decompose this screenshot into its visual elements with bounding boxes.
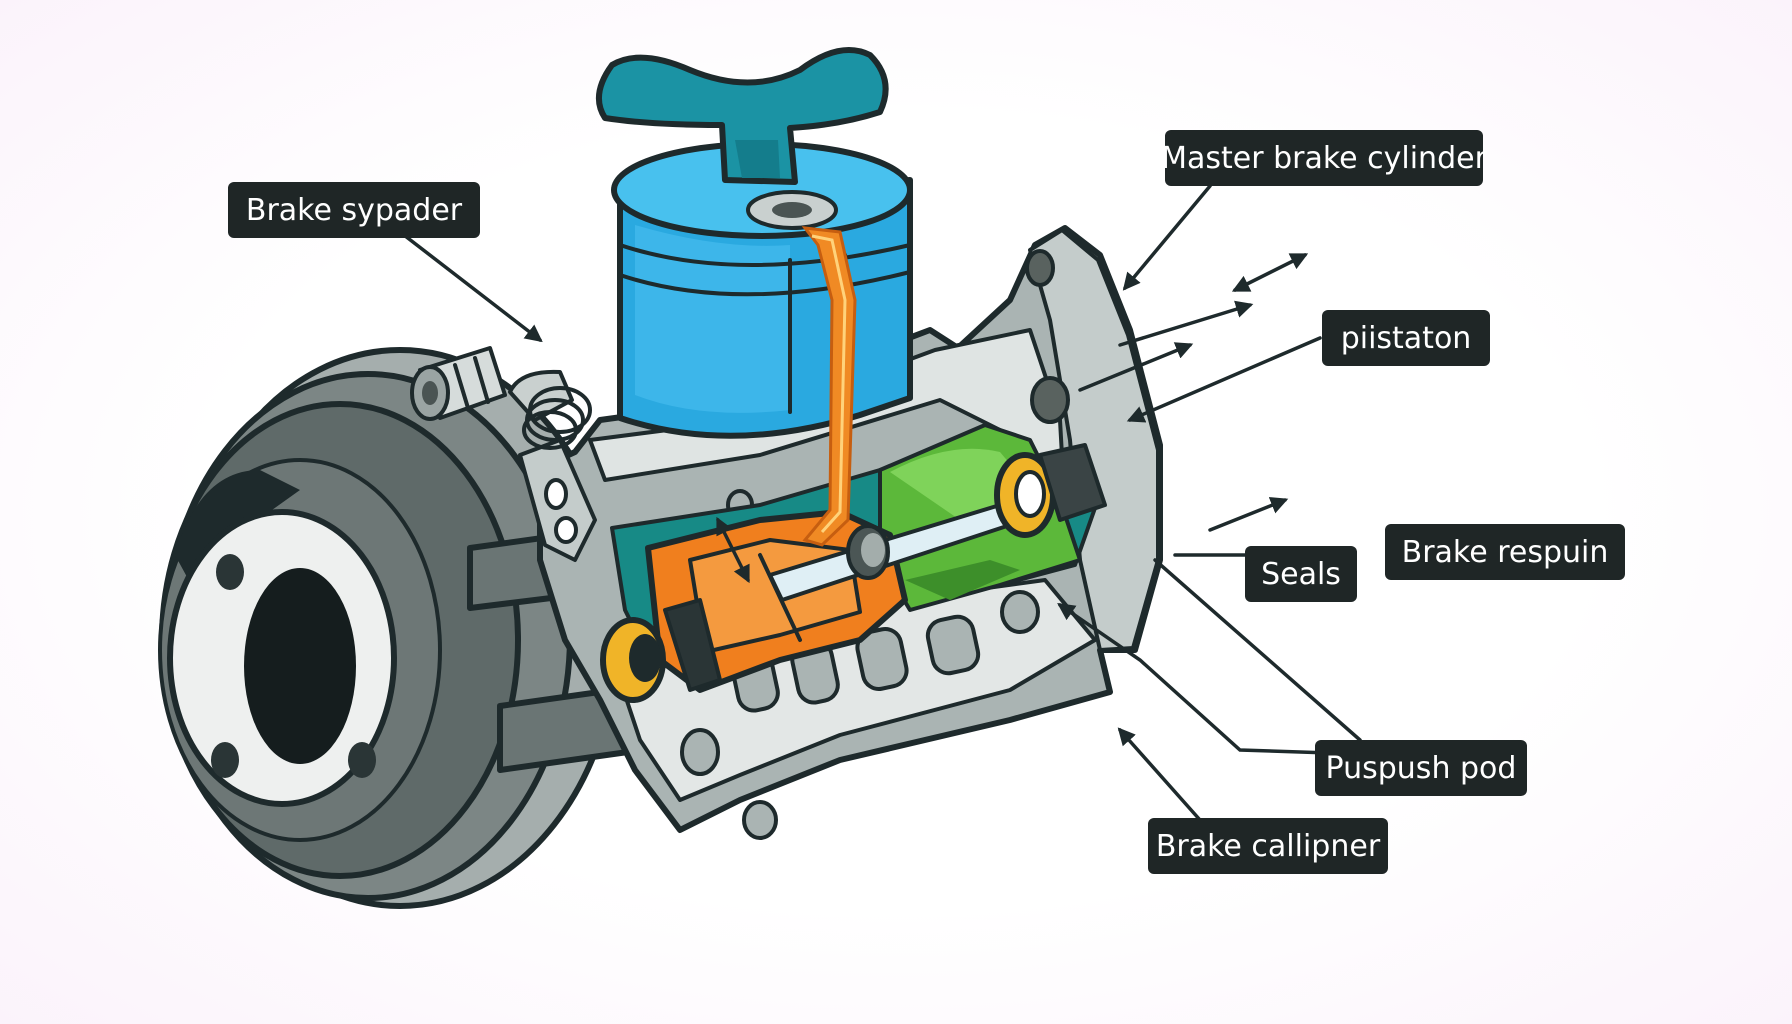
piston-assembly	[600, 443, 1107, 703]
svg-text:Master brake cylinder: Master brake cylinder	[1161, 141, 1487, 176]
label-master-brake-cylinder: Master brake cylinder	[1161, 130, 1488, 186]
label-push-rod: Puspush pod	[1315, 740, 1527, 796]
label-brake-spreader: Brake sypader	[228, 182, 480, 238]
motion-arrows	[716, 253, 1309, 584]
leader-lines	[398, 184, 1392, 822]
svg-text:Brake callipner: Brake callipner	[1156, 829, 1381, 864]
svg-text:Brake respuin: Brake respuin	[1402, 535, 1609, 570]
label-seals: Seals	[1245, 546, 1357, 602]
svg-text:Seals: Seals	[1261, 557, 1341, 592]
label-brake-response: Brake respuin	[1385, 524, 1625, 580]
master-cylinder-reservoir	[595, 47, 913, 547]
label-piston: piistaton	[1322, 310, 1490, 366]
brake-rotor	[158, 347, 621, 909]
svg-text:Brake sypader: Brake sypader	[246, 193, 463, 228]
brake-line-fitting	[410, 346, 592, 450]
label-brake-caliper: Brake callipner	[1148, 818, 1388, 874]
svg-text:piistaton: piistaton	[1341, 321, 1472, 356]
svg-text:Puspush pod: Puspush pod	[1326, 751, 1517, 786]
